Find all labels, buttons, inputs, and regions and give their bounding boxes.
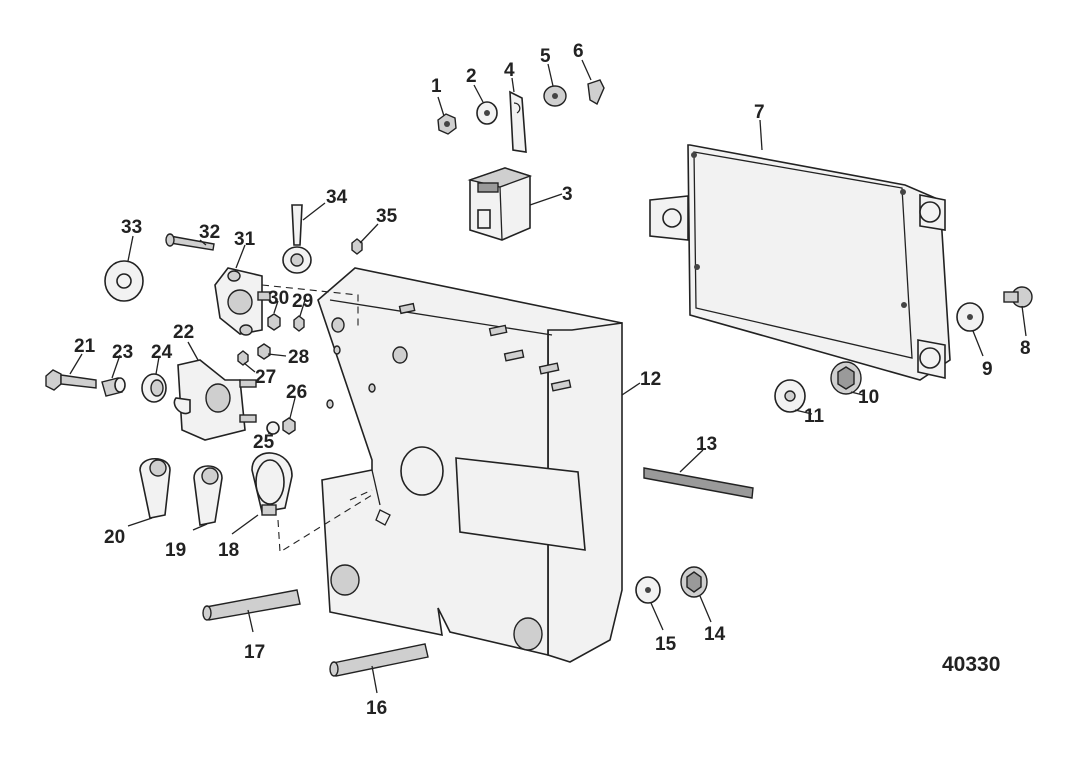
callout-16: 16 <box>366 698 387 719</box>
callout-3: 3 <box>562 184 573 205</box>
callout-5: 5 <box>540 46 551 67</box>
callout-24: 24 <box>151 342 173 363</box>
callout-7: 7 <box>754 102 765 123</box>
left-hardware <box>45 204 429 677</box>
callout-1: 1 <box>431 76 442 97</box>
mounting-plate <box>317 267 623 663</box>
callout-27: 27 <box>255 367 276 388</box>
figure-number: 40330 <box>942 653 1001 676</box>
callout-8: 8 <box>1020 338 1031 359</box>
callout-21: 21 <box>74 336 96 357</box>
callout-11: 11 <box>804 406 825 427</box>
callout-23: 23 <box>112 342 133 363</box>
callout-31: 31 <box>234 229 256 250</box>
assembly-lines <box>261 284 373 553</box>
callout-10: 10 <box>858 387 879 408</box>
right-hardware <box>635 286 1033 604</box>
callout-20: 20 <box>104 527 125 548</box>
callout-26: 26 <box>286 382 307 403</box>
callout-32: 32 <box>199 222 220 243</box>
relay <box>467 167 533 241</box>
callout-9: 9 <box>982 359 993 380</box>
ecm-module <box>649 144 951 381</box>
callout-15: 15 <box>655 634 677 655</box>
callout-labels: 1 2 4 5 6 3 7 8 9 10 11 12 13 14 15 16 1… <box>74 41 1031 719</box>
callout-30: 30 <box>268 288 289 309</box>
callout-13: 13 <box>696 434 717 455</box>
callout-28: 28 <box>288 347 309 368</box>
callout-35: 35 <box>376 206 398 227</box>
callout-19: 19 <box>165 540 186 561</box>
callout-6: 6 <box>573 41 584 62</box>
callout-12: 12 <box>640 369 661 390</box>
callout-14: 14 <box>704 624 726 645</box>
top-hardware <box>437 79 605 153</box>
callout-33: 33 <box>121 217 142 238</box>
leader-lines <box>69 59 1027 694</box>
callout-17: 17 <box>244 642 265 663</box>
callout-4: 4 <box>504 60 515 81</box>
callout-25: 25 <box>253 432 275 453</box>
callout-18: 18 <box>218 540 239 561</box>
callout-2: 2 <box>466 66 477 87</box>
callout-34: 34 <box>326 187 348 208</box>
callout-22: 22 <box>173 322 194 343</box>
callout-29: 29 <box>292 291 313 312</box>
